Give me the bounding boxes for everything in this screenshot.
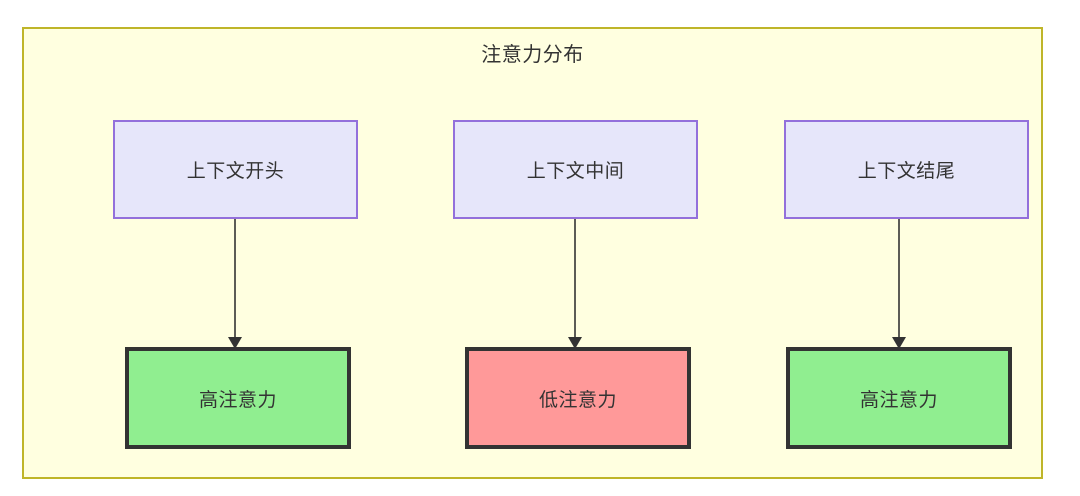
- node-context-start-label: 上下文开头: [186, 161, 285, 182]
- subgraph-container-attention-distribution: 注意力分布 上下文开头 上下文中间 上下文结尾 高注意力 低: [22, 27, 1043, 479]
- node-context-middle[interactable]: 上下文中间: [453, 120, 698, 219]
- node-attention-middle-label: 低注意力: [538, 389, 617, 411]
- edge-context-end-to-high-attention: [892, 219, 906, 349]
- node-attention-end[interactable]: 高注意力: [786, 347, 1012, 449]
- node-context-start[interactable]: 上下文开头: [113, 120, 358, 219]
- node-attention-start[interactable]: 高注意力: [125, 347, 351, 449]
- edge-context-start-to-high-attention: [228, 219, 242, 349]
- node-context-middle-label: 上下文中间: [526, 161, 625, 182]
- node-attention-start-label: 高注意力: [198, 389, 277, 411]
- node-context-end-label: 上下文结尾: [857, 161, 956, 182]
- node-context-end[interactable]: 上下文结尾: [784, 120, 1029, 219]
- subgraph-title: 注意力分布: [481, 44, 584, 66]
- node-attention-middle[interactable]: 低注意力: [465, 347, 691, 449]
- edge-context-middle-to-low-attention: [568, 219, 582, 349]
- node-attention-end-label: 高注意力: [859, 389, 938, 411]
